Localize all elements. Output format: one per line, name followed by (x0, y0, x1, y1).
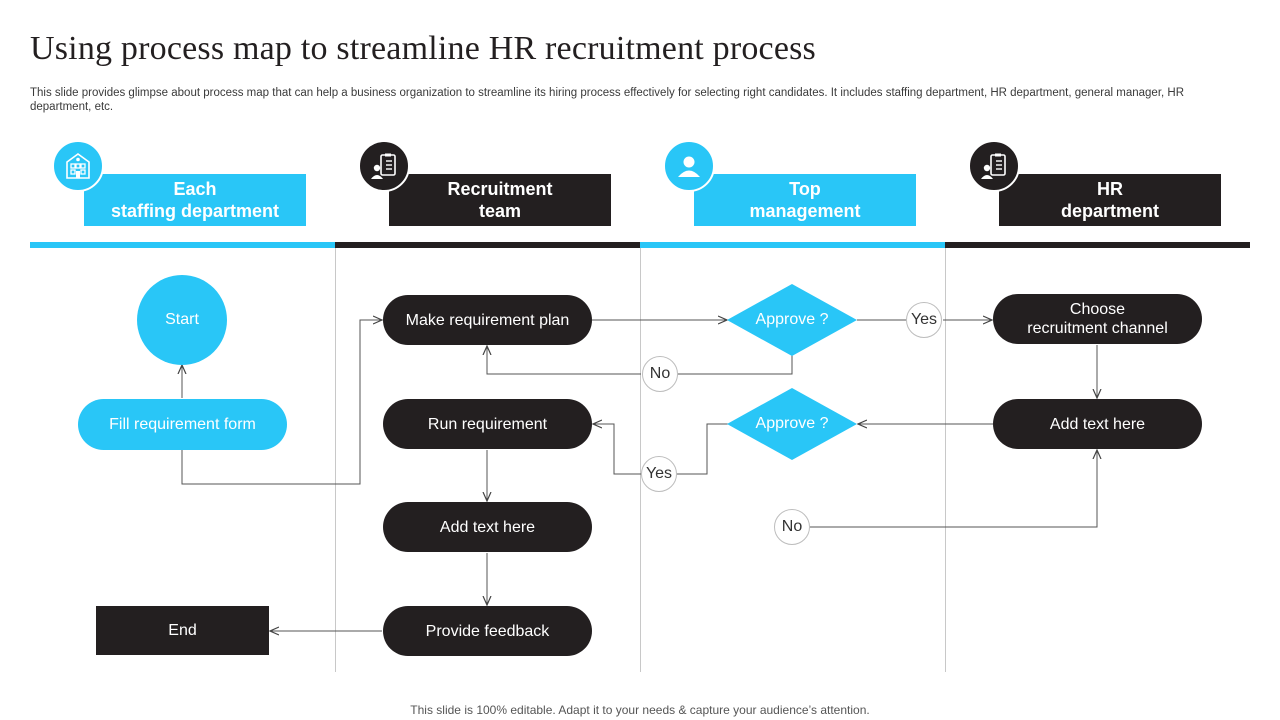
no-label: No (774, 509, 810, 545)
clipboard-person-icon (968, 140, 1020, 192)
decision-diamond-1 (727, 284, 857, 356)
lane-bar-hr (945, 242, 1250, 248)
start-node: Start (137, 275, 227, 365)
provide-feedback-node: Provide feedback (383, 606, 592, 656)
user-icon (663, 140, 715, 192)
lane-divider (640, 248, 641, 672)
lane-header-recruitment: Recruitment team (389, 174, 611, 226)
approve-label-1: Approve ? (755, 311, 829, 328)
lane-divider (945, 248, 946, 672)
lane-bar-recruitment (335, 242, 641, 248)
yes-label: Yes (641, 456, 677, 492)
run-requirement-node: Run requirement (383, 399, 592, 449)
fill-requirement-form-node: Fill requirement form (78, 399, 287, 450)
lane-header-management: Top management (694, 174, 916, 226)
lane-divider (335, 248, 336, 672)
end-node: End (96, 606, 269, 655)
lane-bar-management (640, 242, 946, 248)
yes-label: Yes (906, 302, 942, 338)
page-subtitle: This slide provides glimpse about proces… (30, 87, 1185, 113)
footer-note: This slide is 100% editable. Adapt it to… (410, 703, 870, 717)
lane-header-staffing: Each staffing department (84, 174, 306, 226)
approve-label-2: Approve ? (755, 415, 829, 432)
clipboard-person-icon (358, 140, 410, 192)
make-requirement-plan-node: Make requirement plan (383, 295, 592, 345)
lane-bar-staffing (30, 242, 336, 248)
no-label: No (642, 356, 678, 392)
add-text-node: Add text here (383, 502, 592, 552)
add-text-node: Add text here (993, 399, 1202, 449)
choose-recruitment-channel-node: Choose recruitment channel (993, 294, 1202, 344)
decision-diamond-2 (727, 388, 857, 460)
building-icon (52, 140, 104, 192)
lane-header-hr: HR department (999, 174, 1221, 226)
page-title: Using process map to streamline HR recru… (30, 30, 816, 67)
